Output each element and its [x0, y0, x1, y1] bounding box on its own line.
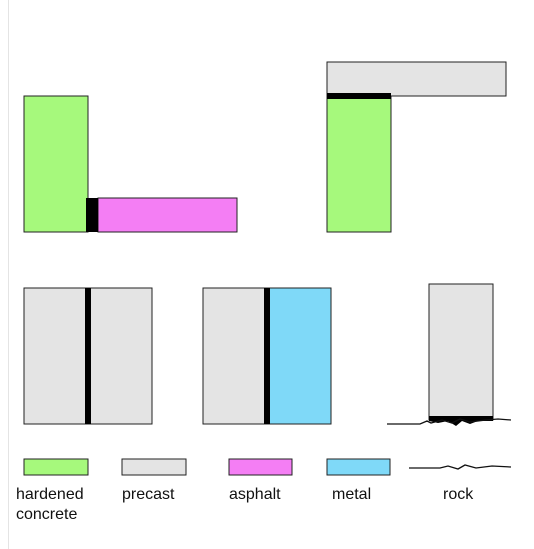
legend-label-asphalt: asphalt: [229, 486, 281, 503]
precast-block: [202, 287, 268, 425]
precast-column: [428, 283, 494, 421]
left-border-line: [8, 0, 9, 549]
legend-label-line: concrete: [16, 506, 78, 523]
joint-seal: [85, 288, 91, 424]
hardened-concrete-wall: [23, 95, 89, 233]
legend-swatch-hardened-concrete: [23, 458, 89, 476]
legend-label-hardened-concrete: hardened concrete: [16, 485, 84, 525]
panel-precast-on-concrete: [326, 61, 507, 233]
legend-label-line: hardened: [16, 486, 84, 503]
joint-seal: [86, 198, 98, 232]
rock-line: [387, 418, 512, 425]
panel-precast-precast: [23, 287, 153, 425]
legend-label-metal: metal: [332, 486, 372, 503]
metal-block: [266, 287, 332, 425]
asphalt-slab: [97, 197, 238, 233]
joint-seal: [327, 93, 391, 99]
legend-swatch-asphalt: [228, 458, 293, 476]
legend-label-rock: rock: [443, 486, 474, 503]
legend-swatch-precast: [121, 458, 187, 476]
panel-concrete-asphalt: [23, 95, 238, 233]
legend-swatch-metal: [326, 458, 391, 476]
joint-seal: [264, 288, 270, 424]
precast-slab: [326, 61, 507, 97]
legend-swatch-rock: [409, 464, 512, 470]
joint-seal: [429, 416, 493, 426]
panel-precast-on-rock: [387, 283, 512, 426]
legend-label-precast: precast: [122, 486, 175, 503]
panel-precast-metal: [202, 287, 332, 425]
legend: [23, 458, 512, 476]
hardened-concrete-column: [326, 95, 392, 233]
